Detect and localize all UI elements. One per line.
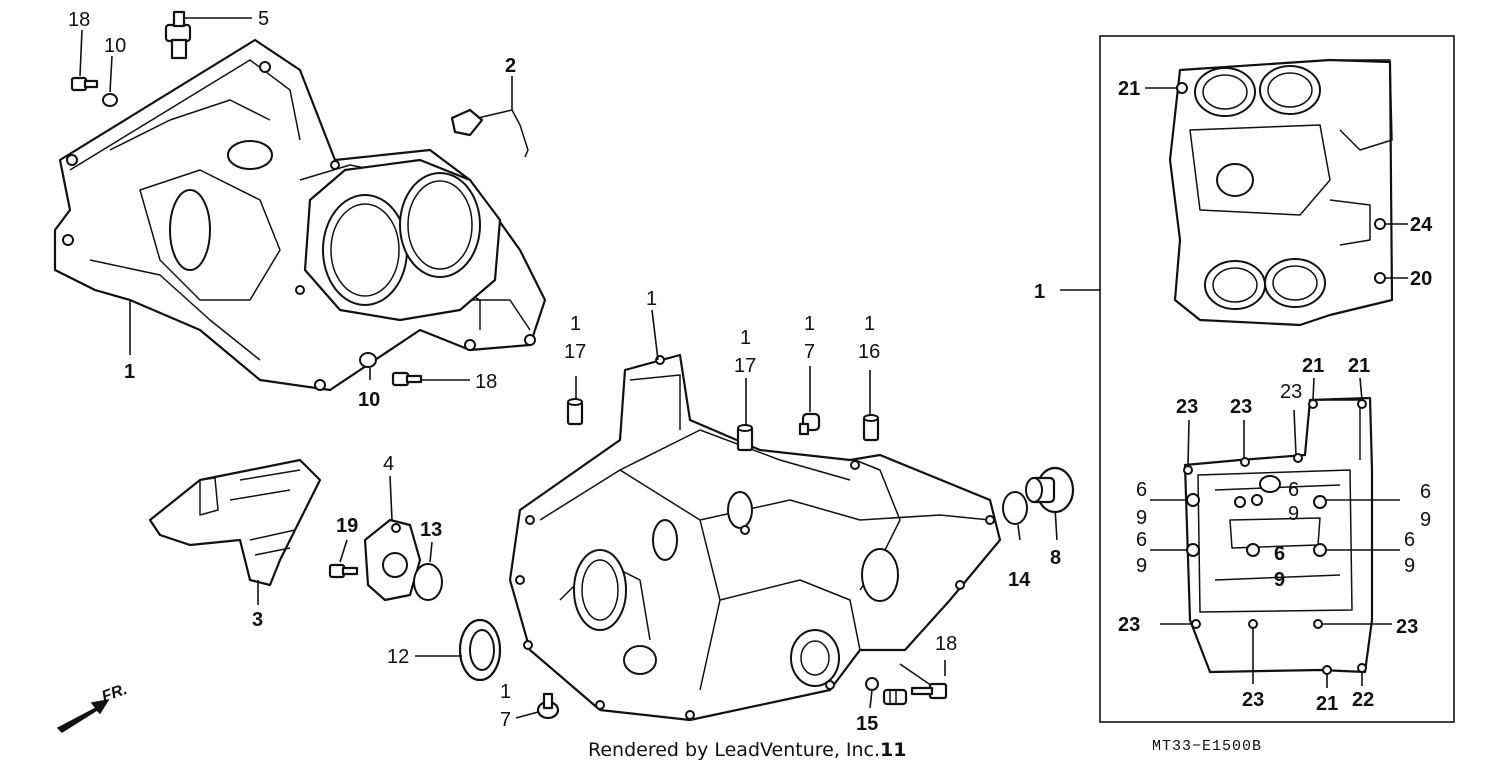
label-inset-21-a: 21 <box>1302 355 1324 377</box>
bolt-19 <box>328 563 359 579</box>
label-inset-9-d: 9 <box>1136 555 1147 577</box>
label-inset-21-b: 21 <box>1348 355 1370 377</box>
label-1-case: 1 <box>646 288 657 310</box>
leader-lines-inset <box>1150 377 1400 688</box>
label-inset-23-e: 23 <box>1396 616 1418 638</box>
label-1: 1 <box>124 361 135 383</box>
plug-8 <box>1025 466 1075 514</box>
label-1-a: 1 <box>570 313 581 335</box>
label-inset-9-e: 9 <box>1274 569 1285 591</box>
label-inset-22: 22 <box>1352 689 1374 711</box>
label-inset-23-a: 23 <box>1176 396 1198 418</box>
label-2: 2 <box>505 55 516 77</box>
label-inset-1: 1 <box>1034 281 1045 303</box>
label-14: 14 <box>1008 569 1031 591</box>
drawing-code: MT33−E1500B <box>1152 738 1262 755</box>
washer-14 <box>1002 491 1028 525</box>
label-18: 18 <box>68 9 90 31</box>
label-15: 15 <box>856 713 878 735</box>
label-17-a: 17 <box>564 341 586 363</box>
labels-inset: 23 23 23 21 21 6 9 6 9 6 9 6 9 6 9 6 9 2… <box>1118 355 1431 715</box>
clamp-2 <box>450 108 529 158</box>
label-inset-9-b: 9 <box>1288 503 1299 525</box>
label-5: 5 <box>258 8 269 30</box>
oil-pressure-switch-5 <box>164 10 192 60</box>
label-inset-20: 20 <box>1410 268 1432 290</box>
leader-lines-upper <box>79 17 513 381</box>
label-4: 4 <box>383 453 394 475</box>
caption: Rendered by LeadVenture, Inc.11 <box>588 739 907 761</box>
dowel-7-lower <box>536 692 560 720</box>
dowel-16 <box>862 414 880 442</box>
labels-upper: 18 10 5 2 1 10 18 <box>68 8 516 411</box>
label-8: 8 <box>1050 547 1061 569</box>
label-10: 10 <box>104 35 126 57</box>
leader-19 <box>339 539 348 563</box>
label-inset-6-f: 6 <box>1404 529 1415 551</box>
label-inset-6-e: 6 <box>1274 543 1285 565</box>
label-inset-21: 21 <box>1118 78 1140 100</box>
inset-frame <box>1099 35 1455 723</box>
label-7-upper: 7 <box>804 341 815 363</box>
label-18-middle: 18 <box>475 371 497 393</box>
bolt-18-upper <box>70 76 99 92</box>
oil-seal-12 <box>458 618 502 682</box>
label-13: 13 <box>420 519 442 541</box>
label-17-b: 17 <box>734 355 756 377</box>
leader-lines-center <box>575 309 1058 709</box>
washer-15 <box>865 677 879 691</box>
label-7-lower: 7 <box>500 709 511 731</box>
label-inset-23-b: 23 <box>1230 396 1252 418</box>
label-inset-9-f: 9 <box>1404 555 1415 577</box>
leader-13 <box>429 541 433 563</box>
labels-center: 1 1 17 1 17 1 7 1 16 14 8 18 15 <box>564 288 1061 735</box>
label-inset-6-c: 6 <box>1420 481 1431 503</box>
inset-lower-case <box>1183 396 1374 675</box>
label-inset-6-b: 6 <box>1288 479 1299 501</box>
dowel-17-right <box>736 424 754 452</box>
label-inset-9-a: 9 <box>1136 507 1147 529</box>
label-10-lower: 10 <box>358 389 380 411</box>
label-3: 3 <box>252 609 263 631</box>
label-inset-23-d: 23 <box>1118 614 1140 636</box>
label-16: 16 <box>858 341 880 363</box>
label-18-lower: 18 <box>935 633 957 655</box>
label-inset-6-d: 6 <box>1136 529 1147 551</box>
oil-strainer-3 <box>148 458 322 587</box>
label-1-b: 1 <box>740 327 751 349</box>
front-arrow: FR. <box>56 681 130 733</box>
label-1-lower: 1 <box>500 681 511 703</box>
label-1-d: 1 <box>864 313 875 335</box>
label-inset-23-f: 23 <box>1242 689 1264 711</box>
bolt-18-lower <box>910 682 948 700</box>
dowel-17-left <box>566 398 584 426</box>
upper-crankcase <box>53 38 547 392</box>
washer-10-upper <box>102 93 118 107</box>
label-inset-9-c: 9 <box>1420 509 1431 531</box>
label-1-c: 1 <box>804 313 815 335</box>
label-inset-21-c: 21 <box>1316 693 1338 715</box>
o-ring-13 <box>413 563 443 601</box>
oil-pump-4 <box>363 518 422 602</box>
bolt-11 <box>882 688 908 706</box>
front-label: FR. <box>100 681 130 706</box>
label-12: 12 <box>387 646 409 668</box>
label-19: 19 <box>336 515 358 537</box>
leader-7-lower <box>515 711 539 719</box>
leader-4 <box>389 475 393 521</box>
cap-7-upper <box>798 412 821 436</box>
label-inset-23-c: 23 <box>1280 381 1302 403</box>
bolt-18-middle <box>391 371 423 387</box>
label-inset-24: 24 <box>1410 214 1433 236</box>
washer-10-lower <box>359 352 377 368</box>
lower-crankcase <box>508 353 1002 722</box>
label-inset-6-a: 6 <box>1136 479 1147 501</box>
inset-upper-case <box>1168 58 1394 327</box>
